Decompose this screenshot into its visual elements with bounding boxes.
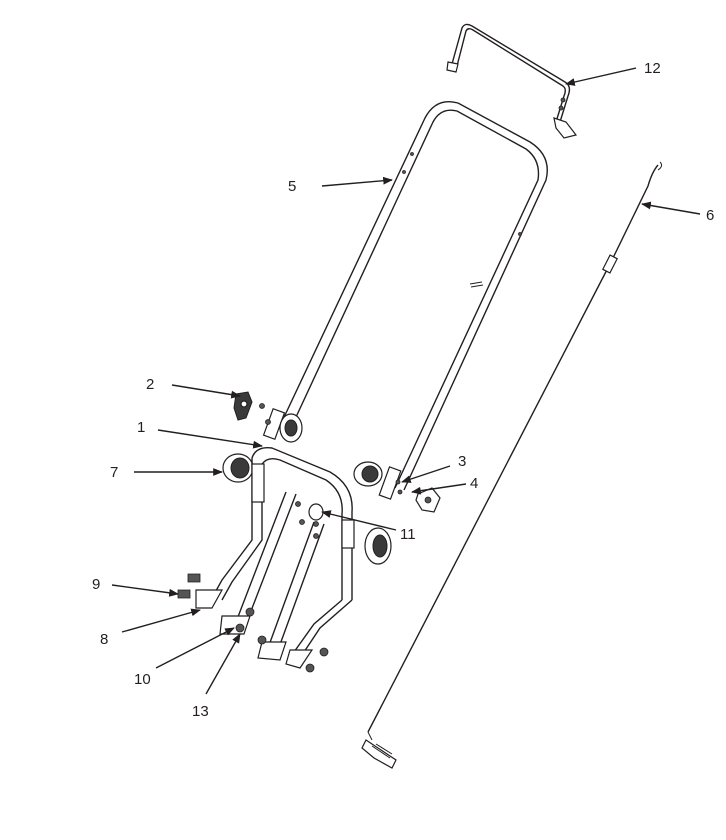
upper-handle: [262, 100, 548, 500]
callout-11: 11: [400, 526, 416, 543]
wing-knob: [415, 487, 441, 513]
callout-10: 10: [134, 671, 151, 688]
callout-6: 6: [706, 207, 714, 224]
handle-bracket-knob: [279, 413, 303, 443]
wheel-right: [364, 527, 392, 565]
callout-2: 2: [146, 376, 154, 393]
callout-13: 13: [192, 703, 209, 720]
callout-7: 7: [110, 464, 118, 481]
leader-lines: [111, 67, 701, 695]
spacer-bolt: [295, 501, 324, 539]
cam-knob-left: [233, 391, 271, 425]
callout-5: 5: [288, 178, 296, 195]
cam-knob-right: [353, 461, 403, 495]
callout-9: 9: [92, 576, 100, 593]
callout-12: 12: [644, 60, 661, 77]
callout-labels: 12 6 5 2 1 7 3 4 11 9 8 10 13: [92, 60, 714, 720]
handle-support-arms: [219, 491, 325, 661]
callout-1: 1: [137, 419, 145, 436]
hex-nuts: [235, 607, 329, 673]
lower-handle: [195, 447, 355, 669]
bail-control-bar: [446, 23, 578, 139]
callout-3: 3: [458, 453, 466, 470]
callout-4: 4: [470, 475, 478, 492]
height-adjust-knob: [222, 453, 254, 483]
control-cable: [361, 161, 663, 769]
callout-8: 8: [100, 631, 108, 648]
